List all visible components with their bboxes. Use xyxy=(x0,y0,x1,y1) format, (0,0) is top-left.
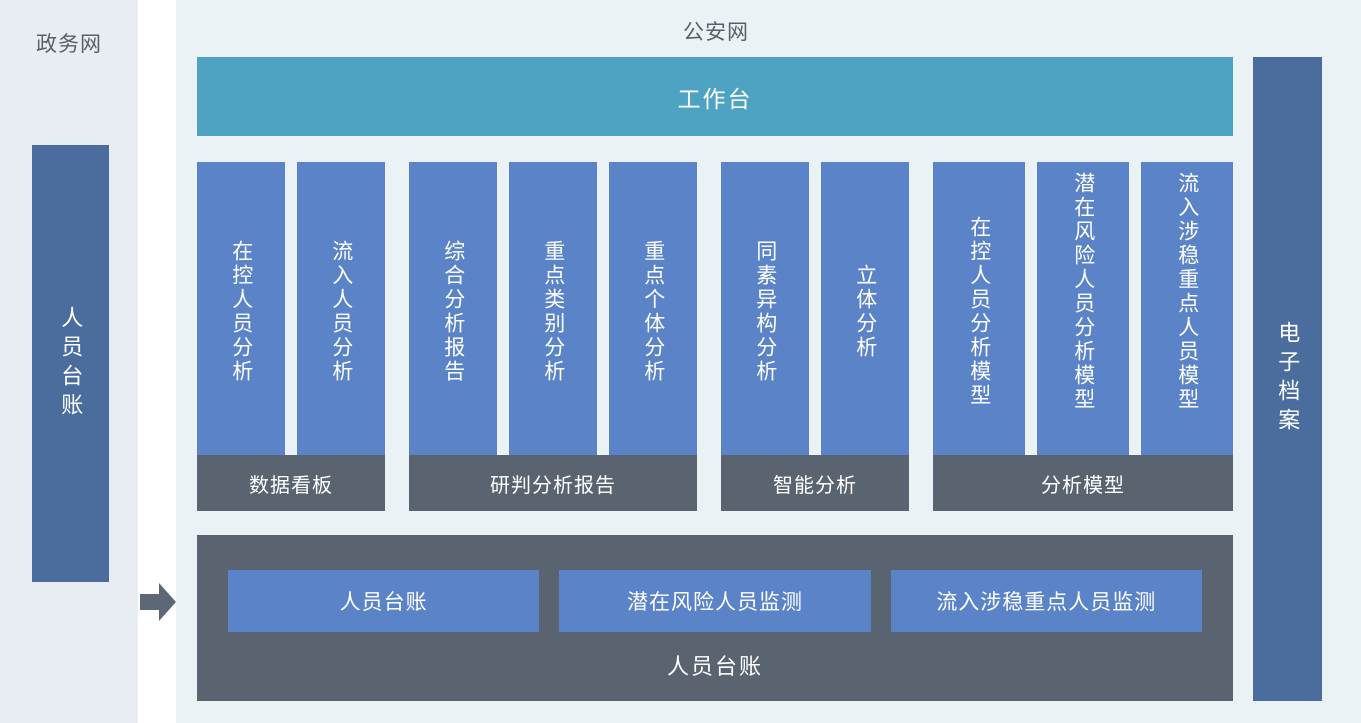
card-isomer-heterostructure-analysis-label: 同素异构分析 xyxy=(753,239,777,384)
group-footer-intelligent-analysis[interactable]: 智能分析 xyxy=(721,455,909,511)
electronic-archive-card[interactable]: 电子档案 xyxy=(1253,57,1322,701)
card-key-individual-analysis-label: 重点个体分析 xyxy=(641,239,665,384)
card-potential-risk-personnel-analysis-model[interactable]: 潜在风险人员分析模型 xyxy=(1037,162,1129,467)
group-analysis-model: 在控人员分析模型 潜在风险人员分析模型 流入涉稳重点人员模型 分析模型 xyxy=(933,162,1233,511)
group-intelligent-analysis-cards: 同素异构分析 立体分析 xyxy=(721,162,909,455)
group-intelligent-analysis: 同素异构分析 立体分析 智能分析 xyxy=(721,162,909,511)
group-footer-analysis-model-label: 分析模型 xyxy=(1041,474,1125,497)
personnel-ledger-panel: 人员台账 潜在风险人员监测 流入涉稳重点人员监测 人员台账 xyxy=(197,535,1233,701)
personnel-ledger-buttons: 人员台账 潜在风险人员监测 流入涉稳重点人员监测 xyxy=(228,570,1202,632)
card-stereo-analysis-label: 立体分析 xyxy=(853,263,877,360)
card-key-individual-analysis[interactable]: 重点个体分析 xyxy=(609,162,697,455)
card-controlled-personnel-analysis-label: 在控人员分析 xyxy=(229,239,253,384)
card-inflow-personnel-analysis[interactable]: 流入人员分析 xyxy=(297,162,385,455)
card-inflow-personnel-analysis-label: 流入人员分析 xyxy=(329,239,353,384)
group-judgement-analysis-report-cards: 综合分析报告 重点类别分析 重点个体分析 xyxy=(409,162,697,455)
ledger-button-inflow-key-personnel-monitoring-label: 流入涉稳重点人员监测 xyxy=(936,591,1157,614)
card-key-category-analysis[interactable]: 重点类别分析 xyxy=(509,162,597,455)
card-controlled-personnel-analysis[interactable]: 在控人员分析 xyxy=(197,162,285,455)
electronic-archive-label: 电子档案 xyxy=(1275,321,1301,437)
ledger-button-inflow-key-personnel-monitoring[interactable]: 流入涉稳重点人员监测 xyxy=(890,570,1202,632)
card-potential-risk-personnel-analysis-model-label: 潜在风险人员分析模型 xyxy=(1071,172,1095,412)
group-footer-data-dashboard-label: 数据看板 xyxy=(249,474,333,497)
network-gap xyxy=(138,0,176,723)
card-inflow-stability-key-personnel-model[interactable]: 流入涉稳重点人员模型 xyxy=(1141,162,1233,467)
group-analysis-model-cards: 在控人员分析模型 潜在风险人员分析模型 流入涉稳重点人员模型 xyxy=(933,162,1233,467)
ledger-button-potential-risk-monitoring-label: 潜在风险人员监测 xyxy=(626,591,803,614)
government-network-zone: 政务网 人员台账 xyxy=(0,0,138,723)
card-controlled-personnel-analysis-model[interactable]: 在控人员分析模型 xyxy=(933,162,1025,455)
arrow-right-icon xyxy=(140,583,176,621)
workbench-label: 工作台 xyxy=(677,85,753,112)
group-footer-analysis-model[interactable]: 分析模型 xyxy=(933,455,1233,511)
card-comprehensive-analysis-report-label: 综合分析报告 xyxy=(441,239,465,384)
group-data-dashboard: 在控人员分析 流入人员分析 数据看板 xyxy=(197,162,385,511)
ledger-button-potential-risk-monitoring[interactable]: 潜在风险人员监测 xyxy=(559,570,871,632)
function-groups-row: 在控人员分析 流入人员分析 数据看板 综合分析报告 重点类别 xyxy=(197,162,1233,511)
police-network-title: 公安网 xyxy=(683,21,749,44)
workbench-bar[interactable]: 工作台 xyxy=(197,57,1233,136)
government-personnel-ledger-card[interactable]: 人员台账 xyxy=(32,145,109,582)
ledger-button-personnel-ledger-label: 人员台账 xyxy=(339,591,428,614)
group-footer-data-dashboard[interactable]: 数据看板 xyxy=(197,455,385,511)
police-network-zone: 公安网 工作台 在控人员分析 流入人员分析 数据看板 xyxy=(176,0,1361,723)
government-personnel-ledger-label: 人员台账 xyxy=(58,305,84,422)
personnel-ledger-caption: 人员台账 xyxy=(666,654,763,679)
group-footer-intelligent-analysis-label: 智能分析 xyxy=(773,474,857,497)
group-judgement-analysis-report: 综合分析报告 重点类别分析 重点个体分析 研判分析报告 xyxy=(409,162,697,511)
card-isomer-heterostructure-analysis[interactable]: 同素异构分析 xyxy=(721,162,809,455)
ledger-button-personnel-ledger[interactable]: 人员台账 xyxy=(228,570,540,632)
card-stereo-analysis[interactable]: 立体分析 xyxy=(821,162,909,455)
card-key-category-analysis-label: 重点类别分析 xyxy=(541,239,565,384)
group-footer-judgement-analysis-report[interactable]: 研判分析报告 xyxy=(409,455,697,511)
group-data-dashboard-cards: 在控人员分析 流入人员分析 xyxy=(197,162,385,455)
card-controlled-personnel-analysis-model-label: 在控人员分析模型 xyxy=(967,215,991,408)
group-footer-judgement-analysis-report-label: 研判分析报告 xyxy=(490,474,616,497)
card-comprehensive-analysis-report[interactable]: 综合分析报告 xyxy=(409,162,497,455)
government-network-title: 政务网 xyxy=(36,33,102,56)
card-inflow-stability-key-personnel-model-label: 流入涉稳重点人员模型 xyxy=(1175,172,1199,412)
